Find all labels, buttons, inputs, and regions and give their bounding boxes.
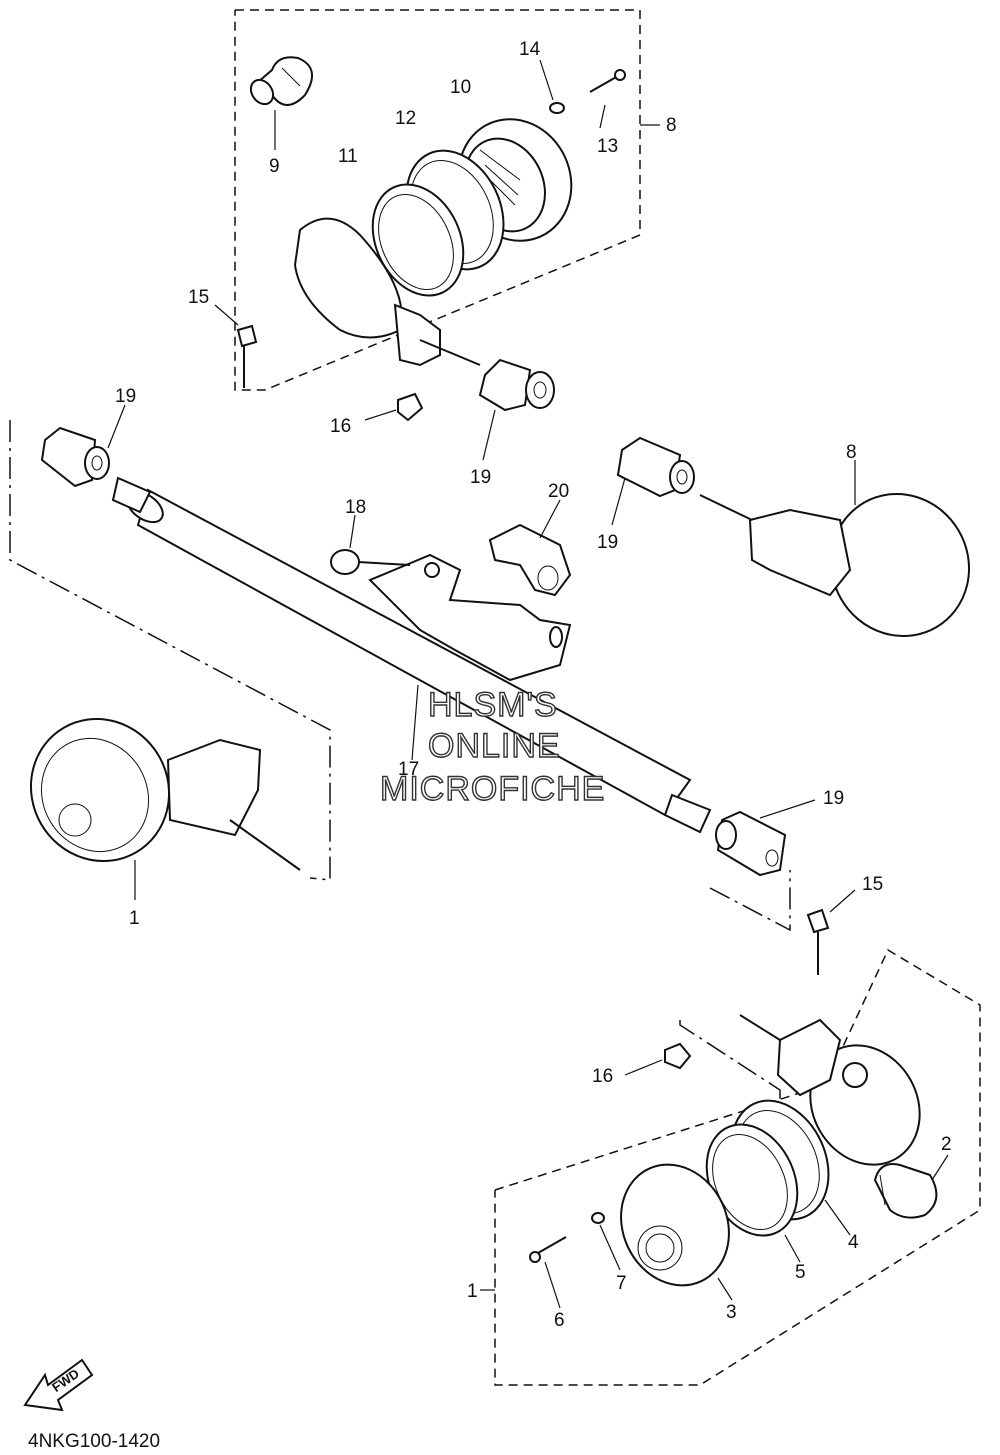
housing-part-lower [739,1014,921,1166]
drawing-code: 4NKG100-1420 [28,1431,160,1452]
callout-12: 12 [395,108,416,129]
callout-18: 18 [345,497,366,518]
callout-15-top: 15 [188,287,209,308]
callout-19-b: 19 [470,467,491,488]
callout-10: 10 [450,77,471,98]
callout-19-d: 19 [823,788,844,809]
grommet-part-19-d [715,810,787,877]
callout-7: 7 [616,1273,627,1294]
callout-1-left: 1 [129,908,140,929]
callout-6: 6 [554,1310,565,1331]
callout-2: 2 [941,1134,952,1155]
nut-part-16-bottom [664,1042,692,1070]
callout-8-right: 8 [846,442,857,463]
clamp-part-20 [488,523,572,597]
callout-8-top: 8 [666,115,677,136]
fwd-arrow-icon [23,1358,94,1412]
boundary-left [9,420,331,881]
callout-20: 20 [548,481,569,502]
grommet-part-19-b [478,358,555,412]
stay-bar-part-17 [111,476,712,834]
flasher-right-part-8 [699,492,971,638]
callout-11: 11 [338,146,358,167]
bolt-part-15-bottom [806,908,830,975]
callout-1-right: 1 [467,1281,478,1302]
group-box-8 [234,9,641,391]
callout-19-a: 19 [115,386,136,407]
grommet-part-19-c [616,436,695,498]
screw-part-6 [529,1236,567,1263]
boundary-right [709,870,791,932]
bracket-part [368,553,572,682]
ring-part-11 [371,183,465,297]
callout-19-c: 19 [597,532,618,553]
callout-16-bottom: 16 [592,1066,613,1087]
nut-part-16-top [397,392,424,422]
bulb-part-9 [249,56,313,106]
watermark-line-2: ONLINE [428,727,561,765]
callout-5: 5 [795,1262,806,1283]
callout-16-top: 16 [330,416,351,437]
group-box-1 [494,948,981,1386]
callout-3: 3 [726,1302,737,1323]
callout-15-bottom: 15 [862,874,883,895]
watermark-line-1: HLSM'S [428,686,558,724]
watermark-line-3: MICROFICHE [380,770,605,808]
callout-9: 9 [269,156,280,177]
flasher-left-part-1 [29,717,301,871]
callout-4: 4 [848,1232,859,1253]
callout-17: 17 [398,759,419,780]
bulb-part-2 [873,1163,938,1219]
washer-part-14 [549,102,565,114]
grommet-part-19-a [40,426,110,488]
washer-part-7 [591,1212,605,1224]
lens-part-3 [620,1163,730,1287]
callout-14: 14 [519,39,541,60]
screw-part-13 [589,69,626,93]
bolt-part-15-top [236,324,258,388]
bolt-part-18 [330,549,411,575]
callout-13: 13 [597,136,618,157]
